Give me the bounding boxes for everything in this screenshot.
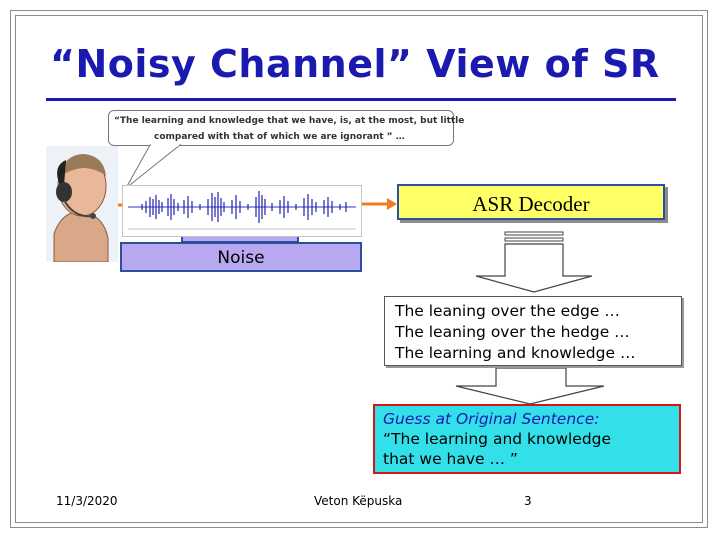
speech-bubble-tail — [125, 144, 182, 189]
title-underline — [46, 98, 676, 101]
guess-line-1: “The learning and knowledge — [383, 430, 612, 448]
person-with-headset-icon — [46, 146, 118, 262]
guess-heading: Guess at Original Sentence: — [383, 410, 600, 428]
slide-frame-outer — [10, 10, 708, 528]
guess-line-2: that we have … ” — [383, 450, 518, 468]
hypotheses-box: The leaning over the edge … The leaning … — [384, 296, 682, 366]
down-arrow-hyps-to-guess — [455, 367, 605, 405]
footer-author: Veton Këpuska — [314, 494, 403, 508]
guess-box: Guess at Original Sentence: “The learnin… — [373, 404, 681, 474]
hypothesis-1: The leaning over the edge … — [395, 302, 620, 320]
noise-box: Noise — [120, 242, 362, 272]
slide-title: “Noisy Channel” View of SR — [50, 42, 660, 86]
quote-line-2: compared with that of which we are ignor… — [154, 132, 405, 142]
hypothesis-2: The leaning over the hedge … — [395, 323, 630, 341]
footer-page-number: 3 — [524, 494, 532, 508]
asr-decoder-box: ASR Decoder — [397, 184, 665, 220]
footer-date: 11/3/2020 — [56, 494, 118, 508]
down-arrow-decoder-to-hyps — [475, 243, 593, 293]
noise-label: Noise — [217, 248, 265, 268]
quote-line-1: “The learning and knowledge that we have… — [114, 116, 465, 126]
asr-decoder-label: ASR Decoder — [472, 192, 590, 216]
slide-frame-inner — [15, 15, 703, 523]
speech-waveform-icon — [122, 185, 362, 237]
speech-bubble — [108, 110, 454, 146]
hypothesis-3: The learning and knowledge … — [395, 344, 636, 362]
arrowhead-wave-to-decoder — [387, 198, 397, 210]
